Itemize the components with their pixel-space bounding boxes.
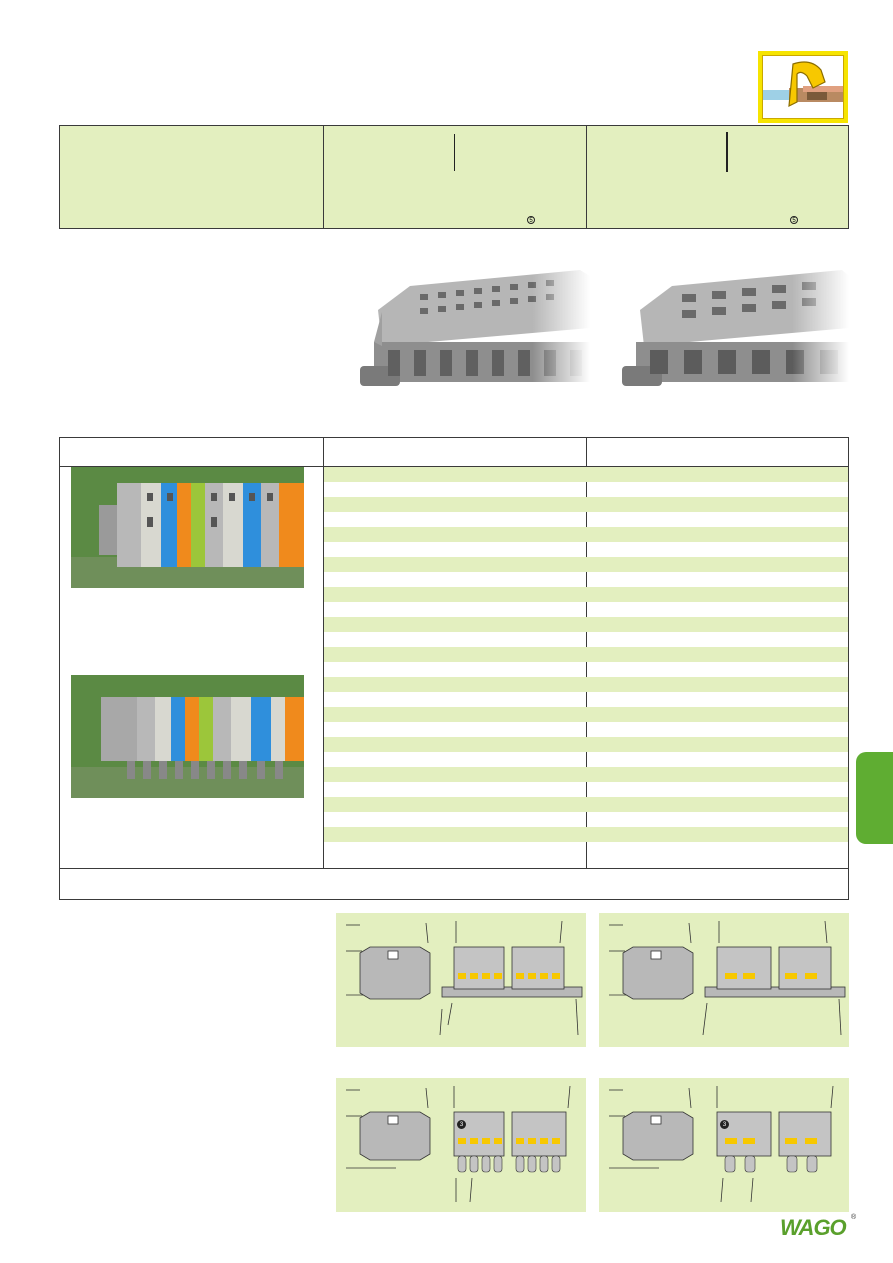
wago-logo: WAGO <box>780 1215 847 1240</box>
registered-mark: ® <box>851 1214 857 1221</box>
corner-icon-frame <box>758 51 848 123</box>
table-header-rule <box>60 466 848 467</box>
table-row <box>324 677 848 692</box>
vertical-marker <box>454 134 455 171</box>
specification-box: 5 5 <box>59 125 849 229</box>
table-row <box>324 647 848 662</box>
table-row <box>324 587 848 602</box>
terminal-strip-photo-small <box>360 268 590 398</box>
table-row <box>324 617 848 632</box>
circle-mark: 5 <box>790 216 798 224</box>
dimension-drawing-1 <box>336 913 586 1047</box>
table-row <box>324 557 848 572</box>
spec-divider <box>323 126 324 228</box>
wire-clamp-icon <box>762 55 844 119</box>
table-divider <box>323 438 324 868</box>
table-row <box>324 707 848 722</box>
terminal-strip-photo-large <box>622 268 849 398</box>
circle-label: 3 <box>720 1120 729 1129</box>
colored-terminals-photo-2 <box>71 675 304 798</box>
dimension-drawing-4: 3 <box>599 1078 849 1212</box>
table-row <box>324 767 848 782</box>
dimension-drawing-3: 3 <box>336 1078 586 1212</box>
circle-label: 3 <box>457 1120 466 1129</box>
spec-divider <box>586 126 587 228</box>
colored-terminals-photo-1 <box>71 467 304 588</box>
table-footer-rule <box>60 868 848 869</box>
table-row <box>324 737 848 752</box>
table-row <box>324 797 848 812</box>
dimension-drawing-2 <box>599 913 849 1047</box>
table-row <box>324 497 848 512</box>
circle-mark: 5 <box>527 216 535 224</box>
table-row <box>324 467 848 482</box>
section-tab[interactable] <box>856 752 893 844</box>
table-row <box>324 827 848 842</box>
table-row <box>324 527 848 542</box>
item-table <box>59 437 849 900</box>
vertical-marker <box>726 132 728 172</box>
